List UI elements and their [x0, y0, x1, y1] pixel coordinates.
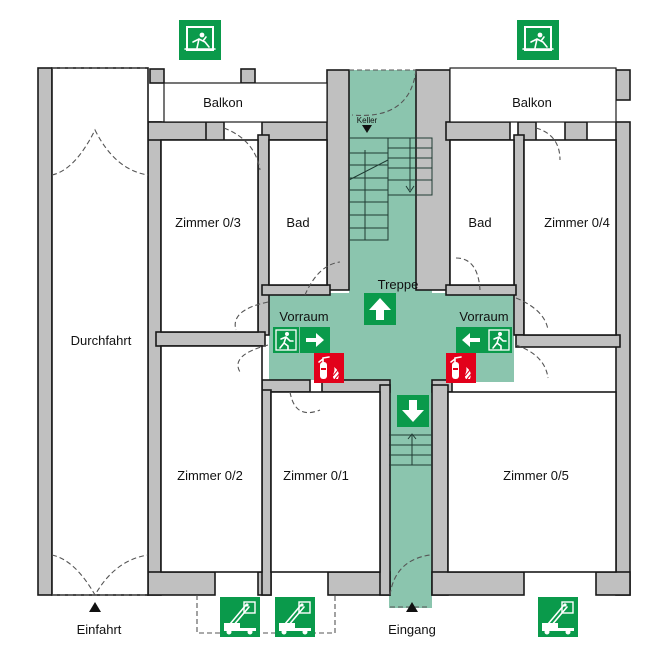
eingang-label: Eingang: [388, 622, 436, 637]
exit-arrow-up-icon: [364, 293, 396, 325]
balkon-left-label: Balkon: [203, 95, 243, 110]
fire-extinguisher-icon: [313, 352, 345, 384]
zimmer-05-label: Zimmer 0/5: [503, 468, 569, 483]
bad-right-label: Bad: [468, 215, 491, 230]
fire-extinguisher-icon: [445, 352, 477, 384]
zimmer-02-label: Zimmer 0/2: [177, 468, 243, 483]
vorraum-left-label: Vorraum: [279, 309, 328, 324]
rescue-ladder-icon: [274, 596, 316, 638]
exit-right-icon: [300, 327, 330, 353]
zimmer-04-label: Zimmer 0/4: [544, 215, 610, 230]
treppe-label: Treppe: [378, 277, 419, 292]
rooms: [51, 67, 617, 596]
durchfahrt-label: Durchfahrt: [71, 333, 132, 348]
keller-label: Keller: [357, 116, 378, 125]
rescue-ladder-icon: [537, 596, 579, 638]
exit-left-icon: [456, 327, 486, 353]
einfahrt-label: Einfahrt: [77, 622, 122, 637]
zimmer-03-label: Zimmer 0/3: [175, 215, 241, 230]
balkon-right-label: Balkon: [512, 95, 552, 110]
exit-runner-icon: [485, 326, 513, 354]
walls: [37, 67, 631, 596]
eingang-arrow-icon: [406, 602, 418, 612]
exit-runner-icon: [272, 326, 300, 354]
einfahrt-arrow-icon: [89, 602, 101, 612]
exit-arrow-down-icon: [397, 395, 429, 427]
safety-signs: [178, 19, 579, 638]
bad-left-label: Bad: [286, 215, 309, 230]
room-labels: Balkon Balkon Zimmer 0/3 Bad Bad Zimmer …: [71, 95, 610, 637]
doors: [51, 67, 561, 634]
emergency-window-icon: [516, 19, 560, 61]
emergency-window-icon: [178, 19, 222, 61]
vorraum-right-label: Vorraum: [459, 309, 508, 324]
rescue-ladder-icon: [219, 596, 261, 638]
staircase: [348, 125, 433, 466]
zimmer-01-label: Zimmer 0/1: [283, 468, 349, 483]
